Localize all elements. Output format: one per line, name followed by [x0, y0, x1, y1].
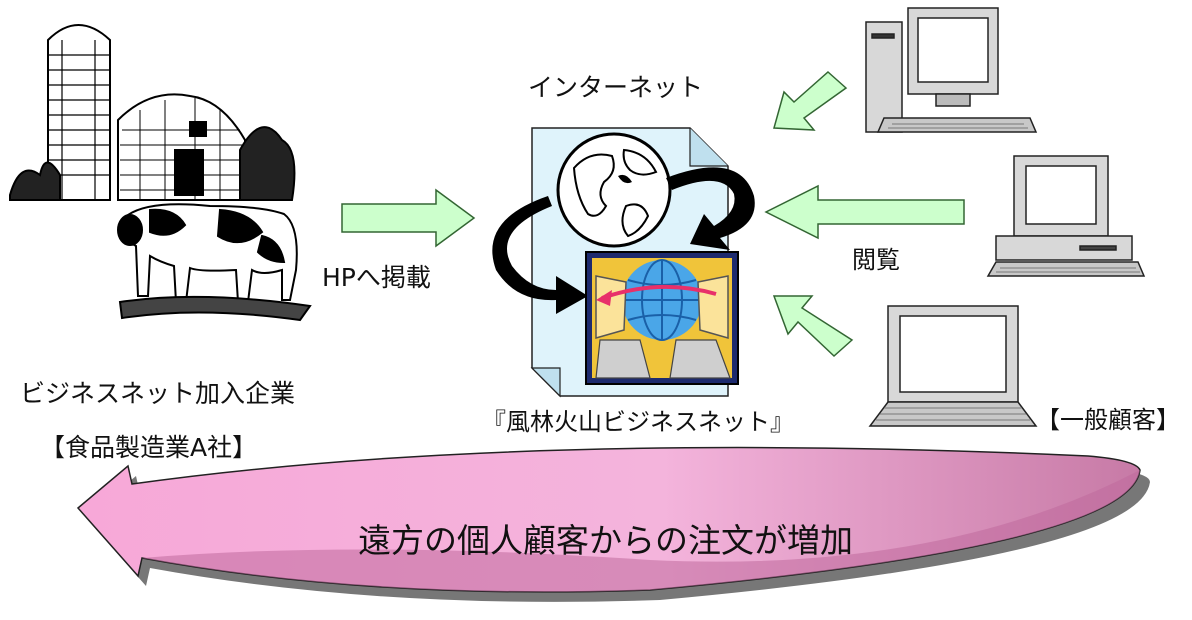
laptop-icon: [868, 305, 1038, 427]
globe-icon: [556, 132, 672, 248]
desktop-pc-icon: [986, 155, 1146, 277]
desktop-pc-icon: [865, 7, 1038, 133]
arrow-browse-top: [773, 70, 848, 131]
arrow-browse-middle: [764, 184, 965, 240]
service-name-label: 『風林火山ビジネスネット』: [482, 408, 794, 436]
general-customer-label: 【一般顧客】: [1036, 406, 1180, 434]
post-to-hp-label: HPへ掲載: [322, 263, 431, 292]
orders-increase-label: 遠方の個人顧客からの注文が増加: [358, 521, 853, 560]
browse-label: 閲覧: [852, 246, 900, 274]
orders-arrow: [76, 446, 1150, 602]
rotation-arrows: [492, 167, 755, 314]
arrow-browse-bottom: [772, 295, 854, 358]
internet-label: インターネット: [528, 73, 704, 102]
arrow-post-to-hp: [341, 188, 476, 248]
member-company-label: ビジネスネット加入企業: [20, 379, 296, 408]
network-transfer-icon: [585, 251, 739, 385]
farm-illustration: [9, 24, 312, 322]
company-a-label: 【食品製造業A社】: [40, 433, 258, 462]
